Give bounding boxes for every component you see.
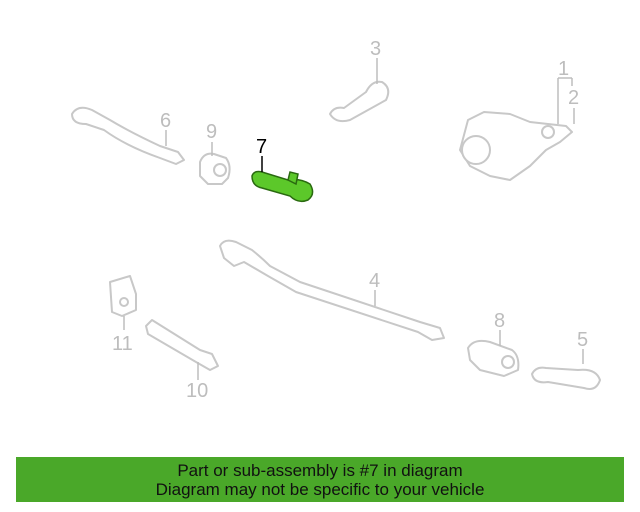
callout-5: 5 [577, 329, 588, 351]
part-3-pitman-arm[interactable] [329, 80, 390, 123]
banner-line-2: Diagram may not be specific to your vehi… [155, 480, 485, 499]
part-5-tie-rod-end[interactable] [531, 366, 601, 390]
callout-1: 1 [558, 58, 569, 80]
callout-10: 10 [186, 380, 208, 402]
banner-line-1: Part or sub-assembly is #7 in diagram [177, 461, 463, 480]
callout-3: 3 [370, 38, 381, 60]
part-11-bracket[interactable] [109, 275, 137, 317]
info-banner: Part or sub-assembly is #7 in diagram Di… [16, 457, 624, 502]
callout-4: 4 [369, 270, 380, 292]
part-8-bushing[interactable] [467, 339, 520, 377]
part-10-steering-damper[interactable] [145, 319, 219, 371]
leader-lines [123, 58, 584, 380]
callout-6: 6 [160, 110, 171, 132]
callout-11: 11 [112, 333, 133, 355]
part-6-drag-link[interactable] [71, 106, 185, 165]
part-4-center-link[interactable] [219, 239, 445, 341]
part-1-steering-gear[interactable] [459, 111, 573, 181]
callout-2: 2 [568, 87, 579, 109]
part-9-bushing[interactable] [199, 152, 231, 185]
part-7-tie-rod-end[interactable] [251, 170, 314, 203]
callout-9: 9 [206, 121, 217, 143]
callout-8: 8 [494, 310, 505, 332]
callout-7: 7 [256, 136, 267, 158]
